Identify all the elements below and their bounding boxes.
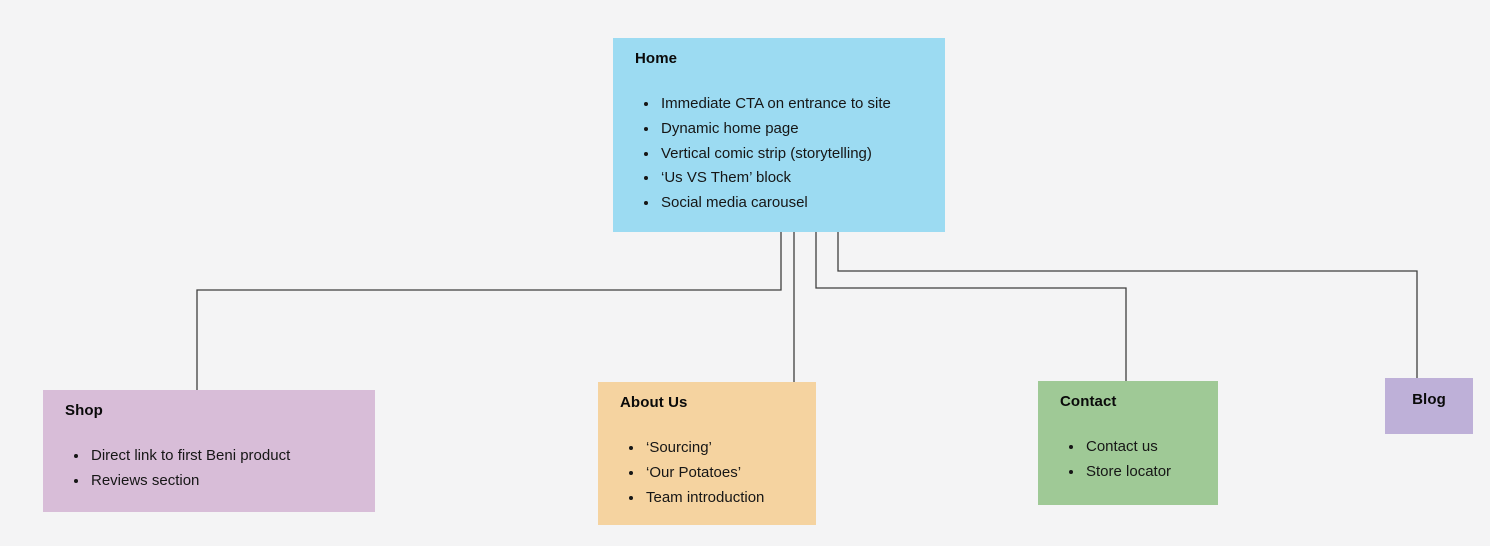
bullet-item: ‘Sourcing’	[644, 436, 808, 461]
connector-home-blog	[837, 232, 1418, 378]
bullet-item: Social media carousel	[659, 191, 937, 216]
bullet-item: Team introduction	[644, 486, 808, 511]
node-home[interactable]: Home Immediate CTA on entrance to siteDy…	[613, 38, 945, 232]
connector-home-shop	[196, 232, 782, 390]
node-about-us-bullet-list: ‘Sourcing’‘Our Potatoes’Team introductio…	[598, 436, 816, 510]
bullet-item: ‘Our Potatoes’	[644, 461, 808, 486]
node-home-title: Home	[635, 50, 678, 67]
connector-home-contact	[815, 232, 1127, 381]
bullet-item: Vertical comic strip (storytelling)	[659, 142, 937, 167]
node-shop-bullet-list: Direct link to first Beni productReviews…	[43, 444, 375, 494]
bullet-item: Immediate CTA on entrance to site	[659, 92, 937, 117]
node-about-us[interactable]: About Us ‘Sourcing’‘Our Potatoes’Team in…	[598, 382, 816, 525]
bullet-item: Dynamic home page	[659, 117, 937, 142]
bullet-item: Contact us	[1084, 435, 1210, 460]
bullet-item: Reviews section	[89, 469, 367, 494]
node-shop-title: Shop	[65, 402, 103, 419]
bullet-item: Direct link to first Beni product	[89, 444, 367, 469]
node-contact-bullet-list: Contact usStore locator	[1038, 435, 1218, 485]
node-blog-title: Blog	[1412, 391, 1446, 408]
node-home-bullet-list: Immediate CTA on entrance to siteDynamic…	[613, 92, 945, 216]
node-about-us-title: About Us	[620, 394, 688, 411]
bullet-item: Store locator	[1084, 460, 1210, 485]
node-shop[interactable]: Shop Direct link to first Beni productRe…	[43, 390, 375, 512]
bullet-item: ‘Us VS Them’ block	[659, 166, 937, 191]
node-contact-title: Contact	[1060, 393, 1117, 410]
node-blog[interactable]: Blog	[1385, 378, 1473, 434]
node-contact[interactable]: Contact Contact usStore locator	[1038, 381, 1218, 505]
